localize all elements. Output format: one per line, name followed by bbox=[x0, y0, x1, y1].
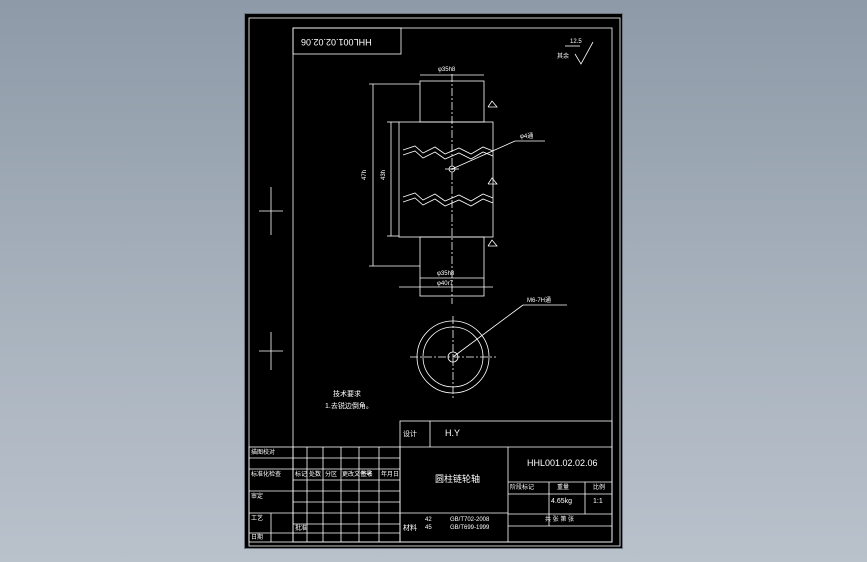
drawing-number: HHL001.02.02.06 bbox=[527, 458, 598, 468]
drawing-sheet: HHL001.02.02.06 12.5 其余 φ35h8 φ4通 47h 43… bbox=[244, 13, 623, 549]
weight-label: 重量 bbox=[557, 485, 570, 491]
drawing-code-mirrored: HHL001.02.02.06 bbox=[301, 37, 372, 47]
left-label-4: 工艺 bbox=[251, 516, 264, 522]
row-label-count: 处数 bbox=[309, 472, 322, 478]
scale-value: 1:1 bbox=[593, 498, 603, 505]
dim-groove: φ4通 bbox=[520, 134, 534, 140]
left-label-2: 标准化检查 bbox=[251, 472, 282, 478]
cad-drawing bbox=[248, 17, 621, 547]
approve-label: 批准 bbox=[295, 526, 308, 532]
roughness-value: 12.5 bbox=[570, 39, 582, 45]
dim-shaft-dia: φ40r7 bbox=[437, 281, 453, 287]
tech-req-title: 技术要求 bbox=[333, 391, 361, 398]
material-standard-2: GB/T699-1999 bbox=[450, 525, 490, 531]
row-label-sign: 签名 bbox=[361, 472, 374, 478]
dim-thread: M6-7H通 bbox=[527, 298, 552, 304]
scale-label: 比例 bbox=[593, 485, 606, 491]
code-box-frame bbox=[292, 27, 402, 55]
row-label-mark: 标记 bbox=[295, 472, 308, 478]
row-label-zone: 分区 bbox=[325, 472, 338, 478]
material-label: 材料 bbox=[403, 525, 417, 532]
shaft-front-view bbox=[369, 74, 545, 304]
dim-length-outer: 47h bbox=[362, 169, 369, 181]
outer-frame bbox=[248, 17, 621, 547]
material-grade-2: 45 bbox=[425, 525, 432, 531]
dim-length-inner: 43h bbox=[381, 169, 388, 181]
material-grade-1: 42 bbox=[425, 517, 432, 523]
dim-shaft-top: φ35h8 bbox=[438, 67, 456, 73]
designer-label: 设计 bbox=[403, 431, 417, 438]
designer-name: H.Y bbox=[445, 428, 461, 438]
left-label-3: 审定 bbox=[251, 494, 264, 500]
title-block-lines bbox=[248, 420, 613, 543]
left-label-1: 描图校对 bbox=[251, 450, 276, 456]
stage-label: 阶段标记 bbox=[510, 485, 535, 491]
part-name: 圆柱链轮轴 bbox=[435, 474, 481, 484]
material-standard-1: GB/T702-2008 bbox=[450, 517, 490, 523]
row-label-date: 年月日 bbox=[381, 472, 400, 478]
tech-req-item: 1.去锐边倒角。 bbox=[325, 403, 373, 410]
weight-value: 4.65kg bbox=[551, 498, 573, 505]
sheet-label: 共 张 第 张 bbox=[545, 517, 575, 523]
left-label-5: 日期 bbox=[251, 535, 264, 541]
roughness-symbol bbox=[574, 41, 594, 65]
row-label-change: 更改文件号 bbox=[342, 472, 373, 478]
roughness-note: 其余 bbox=[557, 54, 570, 60]
dim-shaft-bottom: φ35h8 bbox=[437, 271, 455, 277]
shaft-end-view bbox=[410, 304, 567, 398]
